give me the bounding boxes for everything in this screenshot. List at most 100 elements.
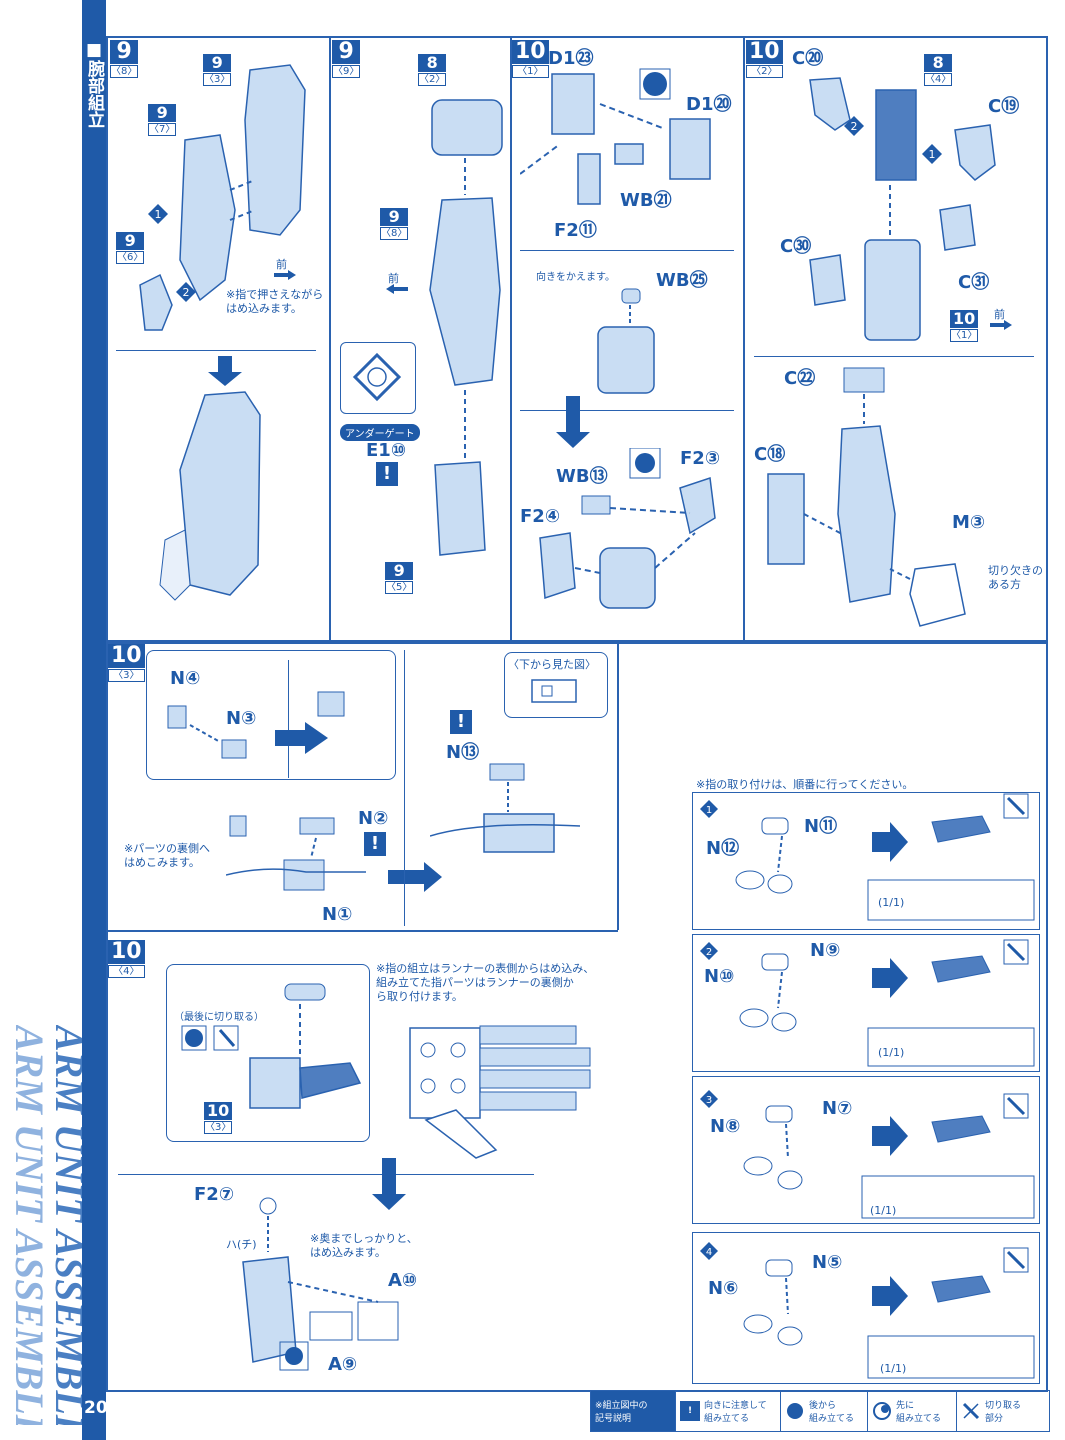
front-label-9a: 前 [276,258,287,271]
warning-icon-n2: ! [364,832,386,856]
caution-icon: ! [680,1401,700,1421]
note-rotate: 向きをかえます。 [536,272,615,283]
label-n11: N⑪ [804,816,838,837]
right-arrow-10c [388,862,442,892]
order-badge-10b-1: 1 [922,144,942,164]
part-ref-8-2: 8〈2〉 [418,53,447,86]
step-9-8: 9〈8〉 [110,39,139,78]
front-arrow-10b [990,320,1012,330]
part-ref-9-7: 9〈7〉 [148,103,177,136]
finger-order-4: 4 [700,1242,718,1260]
label-f2-4: F2④ [520,506,561,527]
order-badge-1: 1 [148,204,168,224]
callout-last-cut [166,964,370,1142]
hline-10b [754,356,1034,357]
label-d1-20: D1⑳ [686,94,732,115]
finger-row-3 [743,1093,1035,1219]
part-ref-9-5: 9〈5〉 [385,561,414,594]
block-illustration-10a [597,288,655,394]
part-ref-10-3: 10〈3〉 [204,1101,233,1134]
down-arrow-10d [372,1158,406,1210]
step-10-2: 10〈2〉 [746,40,783,78]
callout-10c [146,650,396,780]
label-d1-23: D1㉓ [548,48,594,69]
label-wb25: WB㉕ [656,270,708,291]
finger-row-4 [743,1247,1035,1379]
svg-text:1: 1 [929,148,936,161]
label-a9: A⑨ [328,1354,358,1375]
label-c18: C⑱ [754,444,786,465]
divider-10c [404,650,405,926]
callout-10c-split [288,660,289,778]
finger-order-3: 3 [700,1090,718,1108]
legend: ※組立図中の 記号説明 ! 向きに注意して 組み立てる 後から 組み立てる 先に… [590,1390,1050,1432]
part-ref-9-6: 9〈6〉 [116,231,145,264]
divider-mid [106,930,618,932]
watermark-text: ARM UNIT ASSEMBLE ARM UNIT ASSEMBLE [0,1025,82,1425]
hline-10a-1 [520,250,734,251]
step-9-9: 9〈9〉 [332,39,361,78]
arm-illustration-9b [429,99,503,556]
arm-assembled-10b [767,367,966,627]
bottom-view-callout [504,652,608,718]
label-m3: M③ [952,512,986,533]
part-ref-9-3: 9〈3〉 [203,53,232,86]
label-wb21: WB㉑ [620,190,672,211]
label-n10: N⑩ [704,966,735,987]
label-f2-3: F2③ [680,448,721,469]
arm-illustration-10b [809,77,996,341]
svg-text:1: 1 [706,805,712,816]
legend-caution-text: 向きに注意して 組み立てる [704,1401,767,1424]
scale-label-4: (1/1) [880,1362,907,1375]
label-c20: C⑳ [792,48,824,69]
part-ref-9-8b: 9〈8〉 [380,207,409,240]
finger-panel-1 [692,792,1040,930]
scale-label-2: (1/1) [878,1046,905,1059]
label-n3: N③ [226,708,257,729]
frame-top-row [106,36,1048,644]
label-wb13: WB⑬ [556,466,608,487]
front-label-9b: 前 [388,272,399,285]
hline-10d [118,1174,534,1175]
down-arrow-9a [208,356,242,386]
scale-label-1: (1/1) [878,896,905,909]
step-10-3: 10〈3〉 [108,644,145,682]
hand-base-illustration [226,815,366,891]
label-a10: A⑩ [388,1270,418,1291]
label-c22: C㉒ [784,368,816,389]
assemble-later-icon [785,1401,805,1421]
legend-later-text: 後から 組み立てる [809,1401,855,1424]
assemble-first-icon [872,1401,892,1421]
legend-item-cut: 切り取る 部分 [957,1391,1039,1431]
down-arrow-10a [556,396,590,448]
hline-10a-2 [520,410,734,411]
label-n4: N④ [170,668,201,689]
nipper-icon [961,1401,981,1421]
finger-panel-3 [692,1076,1040,1224]
frame-bottom [106,640,1048,1392]
label-c19: C⑲ [988,96,1020,117]
fingers-header: ※指の取り付けは、順番に行ってください。 [696,778,914,791]
label-last-cut: （最後に切り取る） [174,1012,264,1023]
divider-right-v [617,640,619,930]
svg-text:2: 2 [183,286,190,299]
finger-row-2 [739,939,1035,1067]
hand-final-illustration [242,1197,399,1371]
label-c31: C㉛ [958,272,990,293]
label-n1: N① [322,904,353,925]
gate-icon [352,352,402,402]
svg-text:2: 2 [851,120,858,133]
divider-3 [743,36,745,640]
front-arrow-9b [386,284,408,294]
part-ref-10-1: 10〈1〉 [950,309,979,342]
svg-text:2: 2 [706,947,712,958]
gate-callout [340,342,416,414]
page-number: 20 [84,1398,108,1418]
icon-assemble-later [181,1025,239,1051]
finger-panel-2 [692,934,1040,1072]
label-e1-10: E1⑩ [366,440,407,461]
step-10-1: 10〈1〉 [512,40,549,78]
label-n8: N⑧ [710,1116,741,1137]
note-press-finger: ※指で押さえながら はめ込みます。 [226,288,324,315]
legend-item-first: 先に 組み立てる [868,1391,957,1431]
